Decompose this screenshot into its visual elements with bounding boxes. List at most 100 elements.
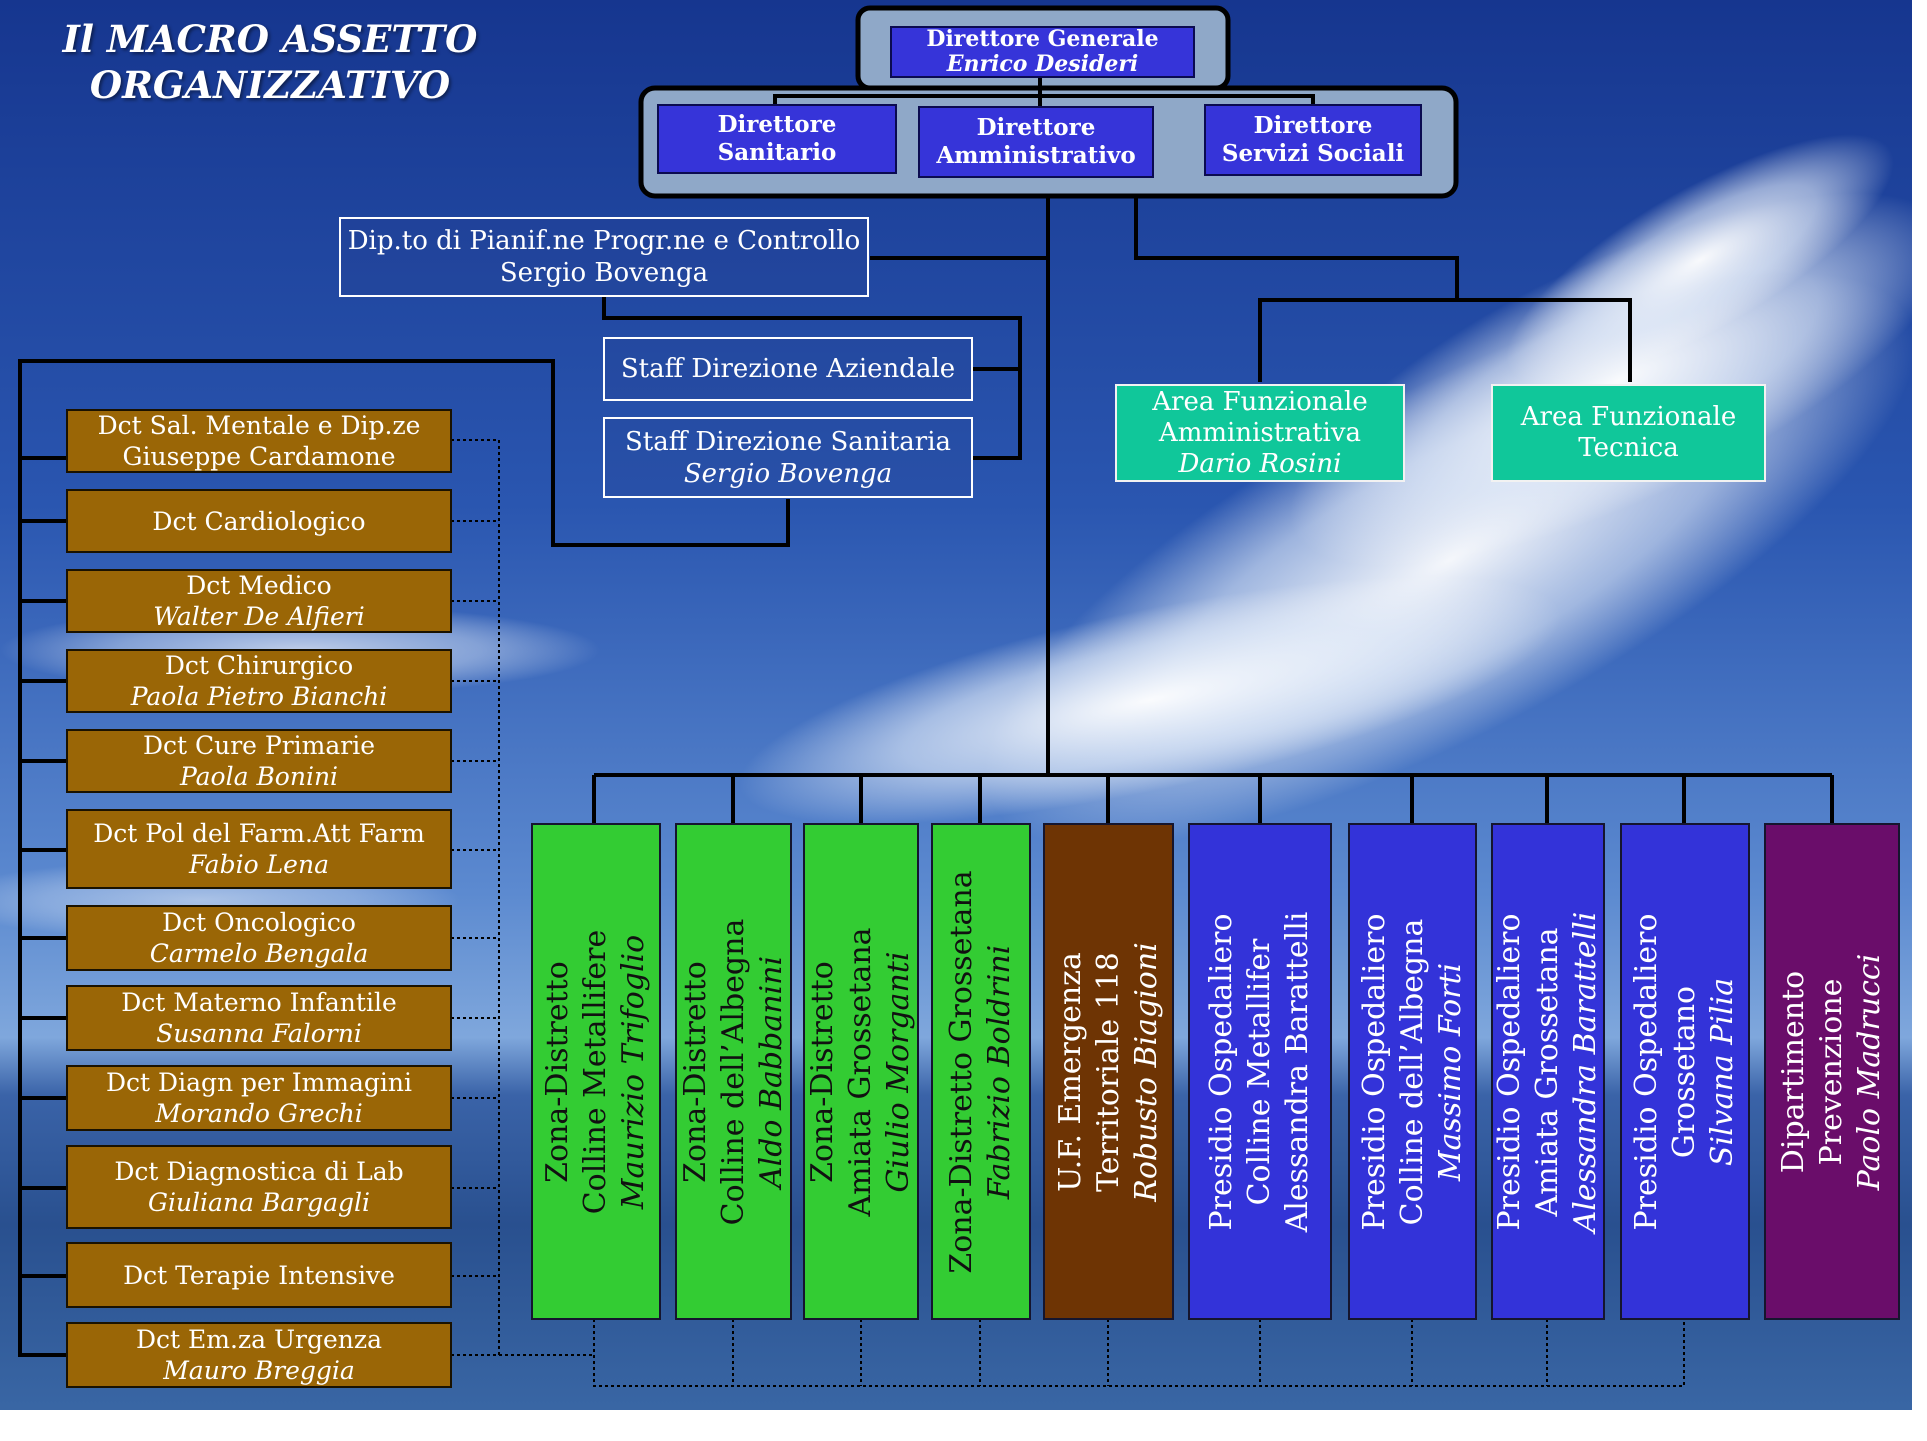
unit-presidio-colline-metallifer[interactable]: Presidio Ospedaliero Colline Metallifer …: [1188, 823, 1332, 1320]
area-tecnica-line1: Area Funzionale: [1520, 402, 1737, 432]
pianificazione-box[interactable]: Dip.to di Pianif.ne Progr.ne e Controllo…: [339, 217, 869, 297]
unit-3-name: Fabrizio Boldrini: [982, 944, 1017, 1199]
unit-presidio-amiata-grossetana[interactable]: Presidio Ospedaliero Amiata Grossetana A…: [1491, 823, 1605, 1320]
pianificazione-name: Sergio Bovenga: [499, 258, 709, 288]
direttore-sanitario-line1: Direttore: [717, 111, 837, 138]
dept-materno-infantile-label: Dct Materno Infantile: [121, 988, 397, 1017]
unit-2-line1: Zona-Distretto: [805, 960, 840, 1183]
unit-9-line2: Prevenzione: [1814, 978, 1849, 1165]
dept-medico-label: Dct Medico: [186, 571, 332, 600]
unit-8-name: Silvana Pilia: [1705, 977, 1740, 1166]
area-amministrativa-name: Dario Rosini: [1178, 448, 1342, 479]
unit-0-line1: Zona-Distretto: [540, 960, 575, 1183]
unit-4-line2: Territoriale 118: [1090, 951, 1126, 1192]
unit-zona-grossetana[interactable]: Zona-Distretto Grossetana Fabrizio Boldr…: [931, 823, 1031, 1320]
unit-2-name: Giulio Morganti: [881, 951, 916, 1192]
unit-3-line1: Zona-Distretto Grossetana: [944, 869, 979, 1274]
direttore-sanitario-box[interactable]: Direttore Sanitario: [657, 104, 897, 174]
unit-8-line1: Presidio Ospedaliero: [1629, 912, 1664, 1231]
unit-presidio-grossetano[interactable]: Presidio Ospedaliero Grossetano Silvana …: [1620, 823, 1750, 1320]
dept-politica-farmaco-label: Dct Pol del Farm.Att Farm: [93, 819, 425, 848]
dept-salute-mentale[interactable]: Dct Sal. Mentale e Dip.ze Giuseppe Carda…: [66, 409, 452, 473]
staff-direzione-aziendale-box[interactable]: Staff Direzione Aziendale: [603, 337, 973, 401]
unit-zona-colline-metallifere[interactable]: Zona-Distretto Colline Metallifere Mauri…: [531, 823, 661, 1320]
dept-diagnostica-lab-label: Dct Diagnostica di Lab: [114, 1157, 404, 1186]
dept-cure-primarie-label: Dct Cure Primarie: [142, 731, 376, 760]
dept-chirurgico-label: Dct Chirurgico: [164, 651, 354, 680]
dept-cure-primarie[interactable]: Dct Cure Primarie Paola Bonini: [66, 729, 452, 793]
unit-6-name: Massimo Forti: [1432, 962, 1468, 1181]
pianificazione-line1: Dip.to di Pianif.ne Progr.ne e Controllo: [347, 226, 861, 256]
unit-zona-colline-albegna[interactable]: Zona-Distretto Colline dell’Albegna Aldo…: [675, 823, 792, 1320]
unit-1-line2: Colline dell’Albegna: [715, 918, 751, 1225]
dept-diagnostica-immagini-label: Dct Diagn per Immagini: [105, 1068, 413, 1097]
dept-emergenza-urgenza-name: Mauro Breggia: [163, 1356, 355, 1385]
dept-oncologico[interactable]: Dct Oncologico Carmelo Bengala: [66, 905, 452, 971]
unit-2-line2: Amiata Grossetana: [843, 926, 878, 1217]
unit-6-line1: Presidio Ospedaliero: [1356, 912, 1392, 1231]
dept-materno-infantile[interactable]: Dct Materno Infantile Susanna Falorni: [66, 985, 452, 1051]
dept-cure-primarie-name: Paola Bonini: [179, 762, 339, 791]
page-title-line2: ORGANIZZATIVO: [89, 63, 451, 107]
unit-4-line1: U.F. Emergenza: [1052, 951, 1088, 1192]
dept-emergenza-urgenza[interactable]: Dct Em.za Urgenza Mauro Breggia: [66, 1322, 452, 1388]
unit-dipartimento-prevenzione[interactable]: Dipartimento Prevenzione Paolo Madrucci: [1764, 823, 1900, 1320]
dept-diagnostica-lab-name: Giuliana Bargagli: [147, 1188, 371, 1217]
dept-politica-farmaco-name: Fabio Lena: [189, 850, 329, 879]
unit-emergenza-118[interactable]: U.F. Emergenza Territoriale 118 Robusto …: [1043, 823, 1174, 1320]
staff-direzione-aziendale-label: Staff Direzione Aziendale: [620, 354, 956, 384]
unit-1-name: Aldo Babbanini: [753, 955, 789, 1188]
direttore-generale-name: Enrico Desideri: [946, 51, 1139, 77]
dept-medico-name: Walter De Alfieri: [153, 602, 365, 631]
unit-4-name: Robusto Biagioni: [1128, 941, 1164, 1202]
direttore-servizi-sociali-line1: Direttore: [1253, 112, 1373, 139]
unit-7-name: Alessandra Barattelli: [1568, 911, 1603, 1232]
unit-9-line1: Dipartimento: [1776, 970, 1811, 1173]
staff-direzione-sanitaria-name: Sergio Bovenga: [683, 458, 893, 489]
staff-direzione-sanitaria-box[interactable]: Staff Direzione Sanitaria Sergio Bovenga: [603, 417, 973, 498]
unit-8-line2: Grossetano: [1667, 985, 1702, 1158]
unit-5-line1: Presidio Ospedaliero: [1204, 912, 1239, 1231]
area-funzionale-amministrativa-box[interactable]: Area Funzionale Amministrativa Dario Ros…: [1115, 384, 1405, 482]
unit-zona-amiata-grossetana[interactable]: Zona-Distretto Amiata Grossetana Giulio …: [803, 823, 919, 1320]
unit-0-name: Maurizio Trifoglio: [616, 934, 651, 1209]
page-title-line1: Il MACRO ASSETTO: [62, 17, 478, 61]
dept-cardiologico[interactable]: Dct Cardiologico: [66, 489, 452, 553]
direttore-servizi-sociali-line2: Servizi Sociali: [1221, 140, 1405, 167]
dept-terapie-intensive-label: Dct Terapie Intensive: [123, 1260, 395, 1290]
direttore-amministrativo-line1: Direttore: [976, 114, 1096, 141]
unit-1-line1: Zona-Distretto: [677, 960, 713, 1183]
staff-direzione-sanitaria-label: Staff Direzione Sanitaria: [624, 426, 952, 457]
unit-5-line3: Alessandra Barattelli: [1280, 911, 1315, 1232]
dept-salute-mentale-name: Giuseppe Cardamone: [122, 442, 396, 471]
unit-5-line2: Colline Metallifer: [1242, 938, 1277, 1205]
unit-7-line2: Amiata Grossetana: [1530, 926, 1565, 1217]
dept-diagnostica-immagini-name: Morando Grechi: [155, 1099, 363, 1128]
dept-salute-mentale-label: Dct Sal. Mentale e Dip.ze: [97, 411, 421, 440]
dept-medico[interactable]: Dct Medico Walter De Alfieri: [66, 569, 452, 633]
dept-diagnostica-lab[interactable]: Dct Diagnostica di Lab Giuliana Bargagli: [66, 1145, 452, 1229]
dept-diagnostica-immagini[interactable]: Dct Diagn per Immagini Morando Grechi: [66, 1065, 452, 1131]
unit-presidio-colline-albegna[interactable]: Presidio Ospedaliero Colline dell’Albegn…: [1348, 823, 1477, 1320]
direttore-servizi-sociali-box[interactable]: Direttore Servizi Sociali: [1204, 104, 1422, 176]
dept-emergenza-urgenza-label: Dct Em.za Urgenza: [136, 1325, 382, 1354]
direttore-generale-role: Direttore Generale: [926, 26, 1159, 52]
dept-cardiologico-label: Dct Cardiologico: [152, 506, 366, 536]
direttore-generale-box[interactable]: Direttore Generale Enrico Desideri: [890, 26, 1195, 78]
direttore-amministrativo-line2: Amministrativo: [936, 142, 1136, 169]
area-funzionale-tecnica-box[interactable]: Area Funzionale Tecnica: [1491, 384, 1766, 482]
dept-chirurgico-name: Paola Pietro Bianchi: [130, 682, 388, 711]
area-amministrativa-line2: Amministrativa: [1158, 417, 1362, 448]
unit-0-line2: Colline Metallifere: [578, 929, 613, 1214]
direttore-amministrativo-box[interactable]: Direttore Amministrativo: [918, 106, 1154, 178]
dept-oncologico-label: Dct Oncologico: [162, 908, 356, 937]
dept-chirurgico[interactable]: Dct Chirurgico Paola Pietro Bianchi: [66, 649, 452, 713]
dept-oncologico-name: Carmelo Bengala: [149, 939, 369, 968]
unit-7-line1: Presidio Ospedaliero: [1492, 912, 1527, 1231]
dept-terapie-intensive[interactable]: Dct Terapie Intensive: [66, 1242, 452, 1308]
dept-politica-farmaco[interactable]: Dct Pol del Farm.Att Farm Fabio Lena: [66, 809, 452, 889]
area-tecnica-line2: Tecnica: [1578, 433, 1679, 463]
area-amministrativa-line1: Area Funzionale: [1152, 386, 1368, 417]
unit-6-line2: Colline dell’Albegna: [1394, 918, 1430, 1225]
